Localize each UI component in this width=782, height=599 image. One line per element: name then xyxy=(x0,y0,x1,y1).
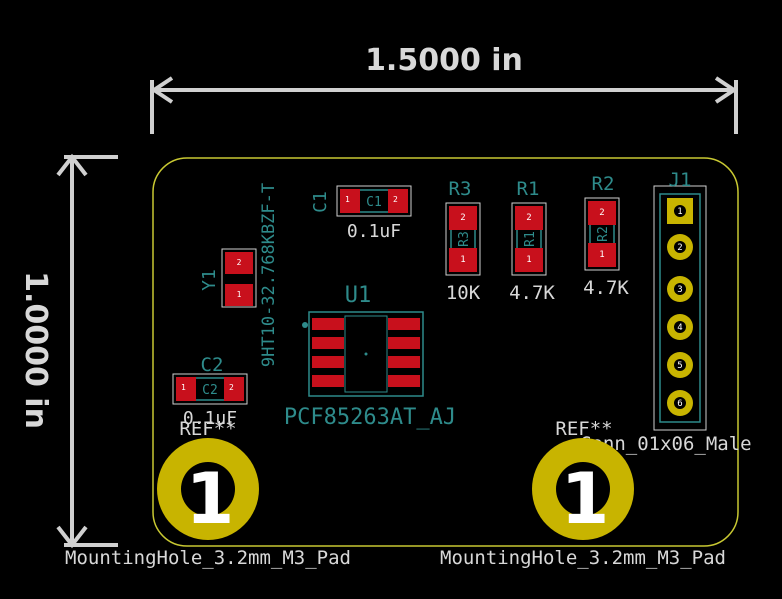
u1-pad-1[interactable] xyxy=(312,318,344,330)
mounting-hole-right-pad-label: 1 xyxy=(561,458,610,540)
y1-pad-2[interactable] xyxy=(225,252,253,274)
capacitor-c2[interactable]: 1 2 C2 C2 0.1uF xyxy=(172,354,248,429)
r1-reference: R1 xyxy=(517,178,540,200)
c1-reference: C1 xyxy=(310,191,331,213)
y1-reference: Y1 xyxy=(199,269,220,291)
crystal-y1[interactable]: 2 1 Y1 9HT10-32.768KBZF-T xyxy=(199,183,279,367)
c1-pad-1[interactable] xyxy=(340,189,360,213)
u1-pad-6[interactable] xyxy=(388,356,420,368)
c2-pad-2[interactable] xyxy=(224,377,244,401)
j1-value: Conn_01x06_Male xyxy=(580,433,752,455)
mounting-hole-right-reference: REF** xyxy=(555,418,612,440)
u1-pad-7[interactable] xyxy=(388,337,420,349)
r1-pad-2[interactable] xyxy=(515,206,543,230)
u1-pad-5[interactable] xyxy=(388,375,420,387)
capacitor-c1[interactable]: 1 2 C1 C1 0.1uF xyxy=(310,185,412,242)
c2-pin2-label: 2 xyxy=(229,383,234,392)
mounting-hole-right[interactable]: 1 REF** MountingHole_3.2mm_M3_Pad xyxy=(440,418,726,569)
u1-reference: U1 xyxy=(345,283,372,308)
y1-pin2-label: 2 xyxy=(237,258,242,267)
r3-pin1-label: 1 xyxy=(460,255,465,265)
j1-pin4-label: 4 xyxy=(677,323,682,333)
resistor-r3[interactable]: 2 1 R3 R3 10K xyxy=(445,178,481,304)
r1-pad-1[interactable] xyxy=(515,248,543,272)
y1-pad-1[interactable] xyxy=(225,284,253,306)
y1-value: 9HT10-32.768KBZF-T xyxy=(259,183,279,367)
j1-pin5-label: 5 xyxy=(677,361,682,371)
c2-pin1-label: 1 xyxy=(181,383,186,392)
j1-pins: 1 2 3 4 5 6 xyxy=(667,198,693,416)
c1-value: 0.1uF xyxy=(347,221,401,242)
r3-value: 10K xyxy=(446,282,481,304)
r3-pin2-label: 2 xyxy=(460,213,465,223)
r1-pin1-label: 1 xyxy=(526,255,531,265)
mounting-hole-left-pad-label: 1 xyxy=(186,458,235,540)
r3-reference: R3 xyxy=(449,178,472,200)
height-dimension-label: 1.0000 in xyxy=(18,271,53,429)
r1-pin2-label: 2 xyxy=(526,213,531,223)
r2-pin1-label: 1 xyxy=(599,250,604,260)
c1-pin1-label: 1 xyxy=(345,195,350,204)
j1-reference: J1 xyxy=(669,169,692,191)
j1-pin1-label: 1 xyxy=(677,207,682,217)
j1-pin6-label: 6 xyxy=(677,399,682,409)
u1-pad-2[interactable] xyxy=(312,337,344,349)
r2-value: 4.7K xyxy=(583,277,629,299)
resistor-r1[interactable]: 2 1 R1 R1 4.7K xyxy=(509,178,555,304)
width-dimension: 1.5000 in xyxy=(150,43,738,134)
c2-reference: C2 xyxy=(201,354,224,376)
r2-pad-2[interactable] xyxy=(588,201,616,225)
u1-pad-8[interactable] xyxy=(388,318,420,330)
u1-value: PCF85263AT_AJ xyxy=(284,405,456,430)
c1-pin2-label: 2 xyxy=(393,195,398,204)
c2-value: 0.1uF xyxy=(183,408,237,429)
j1-pin2-label: 2 xyxy=(677,243,682,253)
height-dimension: 1.0000 in xyxy=(18,153,118,549)
mounting-hole-left-reference: REF** xyxy=(179,418,236,440)
c1-pad-2[interactable] xyxy=(388,189,408,213)
u1-pad-3[interactable] xyxy=(312,356,344,368)
mounting-hole-left[interactable]: 1 REF** MountingHole_3.2mm_M3_Pad xyxy=(65,418,351,569)
mounting-hole-right-value: MountingHole_3.2mm_M3_Pad xyxy=(440,547,726,569)
r3-pad-2[interactable] xyxy=(449,206,477,230)
r2-reference: R2 xyxy=(592,173,615,195)
ic-u1[interactable]: U1 PCF85263AT_AJ xyxy=(284,283,456,430)
mounting-hole-left-value: MountingHole_3.2mm_M3_Pad xyxy=(65,547,351,569)
c2-pad-1[interactable] xyxy=(176,377,196,401)
c2-fab-label: C2 xyxy=(202,383,218,398)
resistor-r2[interactable]: 2 1 R2 R2 4.7K xyxy=(583,173,629,299)
width-dimension-label: 1.5000 in xyxy=(365,43,523,78)
r1-fab-label: R1 xyxy=(523,231,538,247)
board-edge xyxy=(152,157,739,547)
r2-pin2-label: 2 xyxy=(599,208,604,218)
j1-pin3-label: 3 xyxy=(677,285,682,295)
connector-j1[interactable]: J1 1 2 3 4 5 6 Conn_01x06_Male xyxy=(580,169,752,455)
r2-fab-label: R2 xyxy=(596,226,611,242)
y1-pin1-label: 1 xyxy=(237,290,242,299)
u1-pad-4[interactable] xyxy=(312,375,344,387)
r3-pad-1[interactable] xyxy=(449,248,477,272)
r2-pad-1[interactable] xyxy=(588,243,616,267)
r3-fab-label: R3 xyxy=(457,231,472,247)
r1-value: 4.7K xyxy=(509,282,555,304)
c1-fab-label: C1 xyxy=(366,195,382,210)
